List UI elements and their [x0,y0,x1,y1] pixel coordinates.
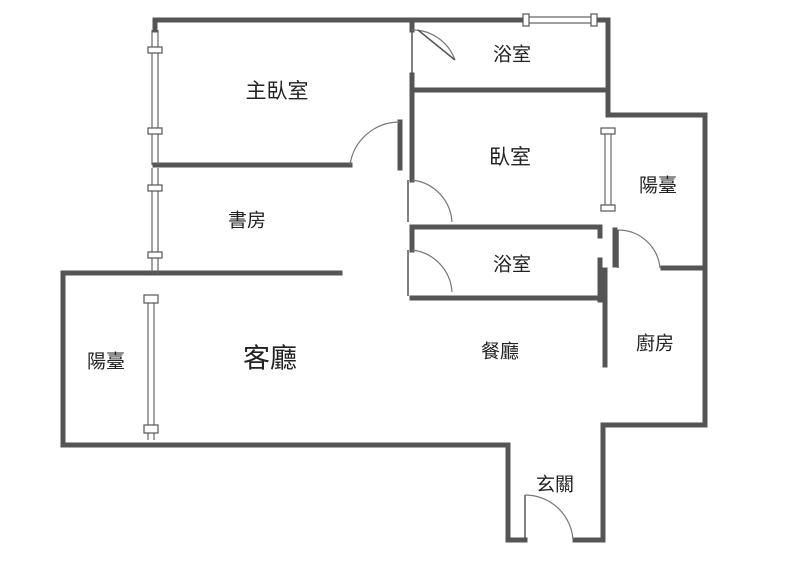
room-label-balcony-left: 陽臺 [87,351,125,373]
walls [60,17,708,543]
room-label-master-bedroom: 主臥室 [246,79,309,103]
room-labels: 主臥室 浴室 臥室 書房 陽臺 浴室 陽臺 客廳 餐廳 廚房 玄關 [87,44,677,496]
room-label-bath-top: 浴室 [493,44,531,66]
room-label-entrance: 玄關 [536,474,574,496]
windows [143,13,616,440]
room-label-kitchen: 廚房 [636,332,674,355]
room-label-living-room: 客廳 [243,344,297,375]
room-label-dining-room: 餐廳 [481,341,519,363]
room-label-balcony-right: 陽臺 [639,175,677,197]
room-label-study: 書房 [228,210,266,232]
room-label-bedroom: 臥室 [489,145,531,169]
room-label-bath-middle: 浴室 [493,254,531,276]
doors [349,29,661,541]
